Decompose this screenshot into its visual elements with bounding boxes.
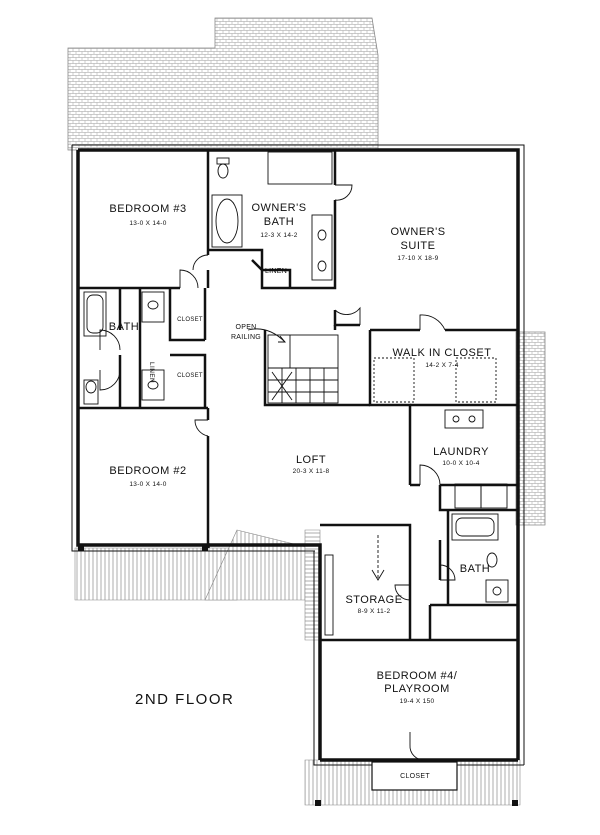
storage-dim: 8-9 X 11-2 <box>357 608 391 615</box>
owners-suite-name-1: OWNER'S <box>390 226 446 238</box>
closet-upper-label: CLOSET <box>177 317 203 323</box>
open-railing-2: RAILING <box>230 334 262 341</box>
bedroom2-dim: 13-0 X 14-0 <box>129 481 167 488</box>
owners-bath-name-2: BATH <box>263 216 295 228</box>
porch-posts <box>78 545 518 806</box>
laundry-dim: 10-0 X 10-4 <box>442 460 480 467</box>
owners-bath-dim: 12-3 X 14-2 <box>260 232 298 239</box>
balcony-closet-box <box>371 761 458 791</box>
bedroom2-name: BEDROOM #2 <box>109 465 187 477</box>
closet-bottom-label: CLOSET <box>400 773 430 780</box>
laundry-name: LAUNDRY <box>433 446 489 458</box>
doors <box>99 184 456 761</box>
walk-in-closet-dim: 14-2 X 7-4 <box>425 362 459 369</box>
roof-top <box>67 17 379 151</box>
fixtures <box>83 151 509 636</box>
owners-suite-dim: 17-10 X 18-9 <box>397 255 439 262</box>
open-railing-1: OPEN <box>235 324 257 331</box>
closet-lower-label: CLOSET <box>177 373 203 379</box>
owners-suite-name-2: SUITE <box>400 240 436 252</box>
walk-in-closet-name: WALK IN CLOSET <box>392 347 492 359</box>
storage-name: STORAGE <box>345 594 403 606</box>
bedroom3-dim: 13-0 X 14-0 <box>129 220 167 227</box>
bedroom4-dim: 19-4 X 150 <box>399 698 435 705</box>
bedroom4-name-1: BEDROOM #4/ <box>376 670 458 682</box>
porch-front-left <box>74 529 311 601</box>
hall-linen-label: LINEN <box>148 362 155 384</box>
interior-walls <box>76 150 518 642</box>
bedroom3-name: BEDROOM #3 <box>109 203 187 215</box>
bath-left-name: BATH <box>108 321 140 333</box>
bedroom4-name-2: PLAYROOM <box>384 683 450 695</box>
floor-title: 2ND FLOOR <box>135 691 235 708</box>
owner-linen-label: LINEN <box>264 268 288 275</box>
loft-dim: 20-3 X 11-8 <box>292 468 330 475</box>
owners-bath-name-1: OWNER'S <box>251 202 307 214</box>
bath-right-name: BATH <box>459 563 491 575</box>
roof-right <box>515 331 546 526</box>
loft-name: LOFT <box>295 454 327 466</box>
